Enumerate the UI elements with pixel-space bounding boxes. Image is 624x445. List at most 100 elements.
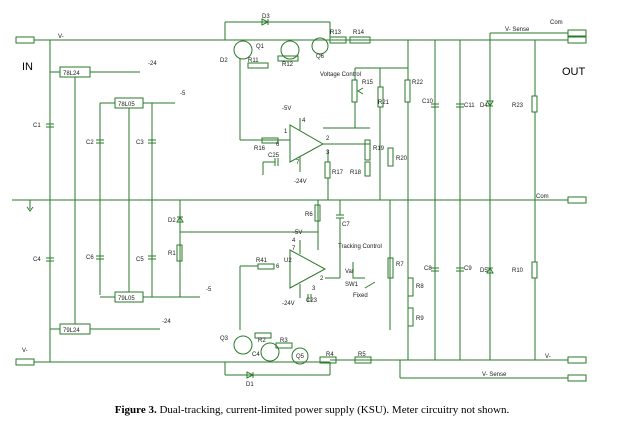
designator-vr-7924: 79L24 bbox=[63, 328, 80, 334]
r15-resistor bbox=[351, 79, 358, 103]
designator-q6: Q6 bbox=[316, 54, 325, 60]
c11-cap bbox=[456, 40, 464, 200]
regulator-79l24 bbox=[50, 200, 160, 335]
designator-u1-pin7: 7 bbox=[296, 160, 300, 166]
designator-vr-7905: 79L05 bbox=[118, 296, 135, 302]
designator-r20: R20 bbox=[396, 156, 408, 162]
r20-resistor bbox=[387, 147, 394, 167]
r5-resistor bbox=[354, 356, 372, 364]
c2-cap bbox=[96, 139, 104, 144]
label-out: OUT bbox=[562, 66, 586, 78]
r23-resistor bbox=[531, 95, 538, 113]
designator-r21: R21 bbox=[378, 100, 390, 106]
d2-zener bbox=[176, 200, 184, 297]
designator-r11: R11 bbox=[248, 58, 259, 64]
schematic-diagram: IN OUT V- V- Sense Com Com V- V- Sense V… bbox=[12, 14, 587, 388]
label-minus5-bot: -5 bbox=[206, 287, 212, 293]
r1-resistor bbox=[176, 244, 183, 262]
designator-vr-7805: 78L05 bbox=[118, 102, 135, 108]
r22-resistor bbox=[404, 79, 411, 103]
designator-r10: R10 bbox=[512, 268, 524, 274]
designator-d2b: D2 bbox=[168, 218, 176, 224]
designator-r8: R8 bbox=[416, 284, 424, 290]
designator-c11: C11 bbox=[464, 103, 475, 109]
regulator-78l05 bbox=[99, 97, 175, 295]
r2-resistor bbox=[254, 332, 272, 339]
output-terminal-sense-top bbox=[567, 29, 587, 37]
label-sw1: SW1 bbox=[345, 282, 359, 288]
designator-r4: R4 bbox=[326, 352, 334, 358]
label-var: Var bbox=[345, 269, 354, 275]
label-v-sense-bot: V- Sense bbox=[482, 372, 507, 378]
designator-d3: D3 bbox=[262, 14, 270, 20]
r41-resistor bbox=[257, 263, 275, 270]
var-switch bbox=[352, 262, 365, 279]
designator-u2-pin7: 7 bbox=[292, 246, 296, 252]
designator-r1: R1 bbox=[168, 251, 176, 257]
d3-diode bbox=[224, 18, 331, 40]
c9-cap bbox=[456, 200, 464, 360]
designator-r5: R5 bbox=[358, 352, 366, 358]
r15-wiper bbox=[357, 87, 364, 95]
designator-r14: R14 bbox=[353, 30, 365, 36]
figure-caption-text: Dual-tracking, current-limited power sup… bbox=[159, 404, 510, 416]
r8-resistor bbox=[407, 277, 414, 297]
label-in: IN bbox=[22, 61, 33, 73]
designator-r3: R3 bbox=[280, 338, 288, 344]
label-fixed: Fixed bbox=[353, 293, 368, 299]
d5-diode bbox=[486, 200, 494, 360]
input-terminal-bottom bbox=[15, 358, 35, 366]
designator-r12: R12 bbox=[282, 62, 294, 68]
r6-resistor bbox=[314, 204, 321, 222]
designator-r6: R6 bbox=[305, 212, 313, 218]
d4-diode bbox=[486, 40, 494, 200]
r16-resistor bbox=[261, 137, 279, 144]
r9-resistor bbox=[407, 307, 414, 327]
designator-r7: R7 bbox=[396, 262, 404, 268]
ground-arrow bbox=[26, 200, 34, 212]
label-v-sense-top: V- Sense bbox=[505, 27, 530, 33]
label-neg5v-u2: -5V bbox=[293, 230, 302, 236]
label-voltage-control: Voltage Control bbox=[320, 72, 361, 78]
c5-cap bbox=[148, 255, 156, 260]
top-rail bbox=[24, 32, 575, 41]
figure-number: Figure 3. bbox=[114, 404, 157, 416]
label-v-minus-top: V- bbox=[58, 34, 64, 40]
designator-c7: C7 bbox=[342, 222, 350, 228]
designator-r13: R13 bbox=[330, 30, 342, 36]
designator-c10: C10 bbox=[422, 99, 434, 105]
input-terminal-top bbox=[15, 36, 35, 44]
designator-u1-pin1: 1 bbox=[284, 129, 288, 135]
designator-c4: C4 bbox=[33, 257, 41, 263]
designator-u1-pin2: 2 bbox=[326, 136, 330, 142]
c4-transistor bbox=[260, 342, 280, 362]
designator-c4b: C4 bbox=[252, 352, 260, 358]
r10-resistor bbox=[531, 261, 538, 279]
designator-r19: R19 bbox=[373, 146, 385, 152]
designator-u2-pin2: 2 bbox=[320, 276, 324, 282]
designator-d4: D4 bbox=[480, 103, 488, 109]
sw1-switch bbox=[364, 281, 376, 289]
output-terminal-top bbox=[567, 36, 587, 44]
label-minus24-top: -24 bbox=[148, 61, 157, 67]
designator-r15: R15 bbox=[362, 80, 374, 86]
designator-q1: Q1 bbox=[256, 44, 265, 50]
r19-resistor bbox=[364, 139, 371, 161]
q5-transistor bbox=[291, 347, 309, 365]
label-neg5v-u1: -5V bbox=[282, 106, 291, 112]
designator-c2: C2 bbox=[86, 140, 94, 146]
designator-c5: C5 bbox=[136, 257, 144, 263]
q3-transistor bbox=[233, 335, 253, 355]
output-terminal-com bbox=[567, 196, 587, 204]
label-com-mid: Com bbox=[536, 194, 549, 200]
r11-resistor bbox=[247, 62, 269, 69]
designator-u1-pin4: 4 bbox=[302, 118, 306, 124]
c25-cap bbox=[262, 158, 279, 175]
designator-c8: C8 bbox=[424, 266, 432, 272]
c6-cap bbox=[96, 255, 104, 260]
output-terminal-sense-bottom bbox=[567, 374, 587, 382]
label-neg24v-u1: -24V bbox=[294, 179, 307, 185]
designator-u2-pin4: 4 bbox=[292, 238, 296, 244]
c3-cap bbox=[148, 103, 156, 297]
d1-diode bbox=[224, 362, 331, 379]
